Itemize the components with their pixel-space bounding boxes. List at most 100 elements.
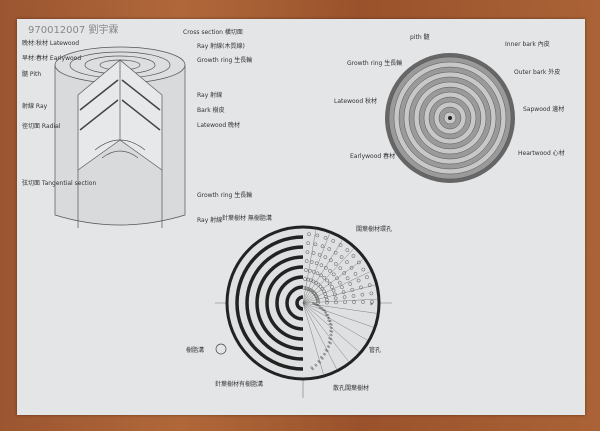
- ring-porous-vessel: [324, 265, 328, 270]
- ring-porous-vessel: [348, 282, 353, 286]
- diffuse-vessel: [326, 316, 329, 319]
- diffuse-vessel: [325, 313, 328, 316]
- ring-porous-vessel: [333, 292, 337, 297]
- diffuse-vessel: [324, 311, 327, 314]
- block-right-label: Latewood 晚材: [197, 121, 240, 129]
- ring-porous-vessel: [327, 281, 332, 286]
- diffuse-vessel: [322, 309, 325, 312]
- hardwood-ray: [302, 302, 349, 362]
- ring-disc-label: Outer bark 外皮: [514, 68, 560, 76]
- diffuse-vessel: [326, 314, 329, 317]
- hardwood-ray: [302, 230, 317, 304]
- ring-porous-vessel: [324, 297, 329, 302]
- diffuse-vessel: [324, 348, 327, 351]
- softwood-ring: [295, 295, 304, 311]
- ring-porous-vessel: [308, 268, 312, 273]
- comparison-disc-label: 散孔闊葉樹材: [333, 384, 369, 392]
- ring-porous-vessel: [307, 232, 311, 237]
- ring-porous-vessel: [343, 300, 347, 305]
- growth-ring-disc: [385, 53, 515, 183]
- ring-porous-vessel: [351, 254, 356, 258]
- diffuse-vessel: [330, 323, 333, 326]
- diffuse-vessel: [329, 320, 332, 323]
- ring-porous-vessel: [331, 288, 336, 293]
- block-right-label: Growth ring 生長輪: [197, 191, 252, 199]
- ring-porous-vessel: [349, 265, 354, 270]
- ring-disc-label: Inner bark 內皮: [505, 40, 550, 48]
- diffuse-vessel: [314, 363, 317, 366]
- ring-porous-vessel: [335, 276, 339, 281]
- softwood-ring: [245, 245, 304, 361]
- ring-porous-vessel: [369, 291, 374, 296]
- ring-porous-vessel: [314, 281, 318, 285]
- block-right-label: Bark 樹皮: [197, 106, 225, 114]
- ring-porous-vessel: [356, 260, 361, 265]
- ring-porous-vessel: [360, 292, 365, 297]
- diffuse-vessel: [310, 366, 313, 369]
- ring-porous-vessel: [331, 239, 336, 243]
- ring-porous-vessel: [370, 299, 374, 304]
- ring-porous-vessel: [341, 290, 346, 294]
- diffuse-vessel: [317, 305, 320, 308]
- hardwood-ray: [302, 284, 375, 304]
- ring-porous-vessel: [333, 296, 338, 301]
- comparison-disc-label: 針葉樹材 無樹脂溝: [222, 214, 272, 222]
- block-right-label: Cross section 橫切面: [183, 28, 243, 36]
- diffuse-vessel: [325, 311, 328, 314]
- ring-porous-vessel: [305, 250, 310, 255]
- hardwood-ray: [302, 248, 354, 304]
- diffuse-vessel: [323, 309, 326, 312]
- ring-porous-vessel: [317, 252, 322, 257]
- block-right-label: Ray 射線: [197, 216, 222, 224]
- ring-porous-vessel: [342, 295, 347, 300]
- ring-porous-vessel: [327, 247, 332, 251]
- ring-porous-vessel: [345, 276, 350, 281]
- softwood-ring: [285, 285, 304, 321]
- hardwood-ray: [302, 302, 374, 328]
- block-left-label: 早材:春材 Earlywood: [22, 54, 81, 62]
- ring-porous-vessel: [339, 255, 344, 259]
- diffuse-vessel: [321, 307, 324, 310]
- diffuse-vessel: [328, 337, 331, 340]
- resin-canal-icon: [215, 343, 227, 355]
- block-left-label: 弦切面 Tangential section: [22, 179, 96, 187]
- ring-porous-vessel: [325, 278, 329, 283]
- diffuse-vessel: [331, 330, 334, 333]
- diffuse-vessel: [328, 322, 331, 325]
- softwood-hardwood-disc: [215, 225, 392, 398]
- ring-porous-vessel: [334, 300, 338, 305]
- softwood-ring: [255, 255, 304, 351]
- diffuse-vessel: [327, 345, 330, 348]
- diffuse-vessel: [327, 319, 330, 322]
- ring-porous-vessel: [351, 294, 356, 298]
- diffuse-vessel: [312, 302, 315, 305]
- ring-porous-vessel: [333, 262, 338, 266]
- diffuse-vessel: [319, 306, 322, 309]
- ring-porous-vessel: [319, 273, 323, 278]
- block-left-label: 髓 Pith: [22, 70, 41, 78]
- ring-porous-vessel: [314, 261, 319, 266]
- ring-porous-vessel: [350, 287, 355, 292]
- diffuse-vessel: [314, 303, 317, 306]
- ring-porous-vessel: [303, 277, 307, 281]
- diffuse-vessel: [323, 352, 326, 355]
- hardwood-ray: [302, 240, 343, 304]
- ring-porous-vessel: [313, 242, 318, 247]
- ring-porous-vessel: [306, 241, 311, 246]
- ring-porous-vessel: [353, 272, 358, 276]
- block-right-label: Growth ring 生長輪: [197, 56, 252, 64]
- comparison-disc-label: 管孔: [369, 346, 381, 354]
- ring-disc-label: pith 髓: [410, 33, 430, 41]
- ring-porous-vessel: [315, 295, 319, 300]
- ring-disc-label: Growth ring 生長輪: [347, 59, 402, 67]
- ring-porous-vessel: [331, 272, 336, 277]
- ring-porous-vessel: [319, 263, 324, 268]
- diffuse-vessel: [330, 330, 333, 333]
- hardwood-ray: [302, 271, 371, 304]
- title-text: 970012007 劉宇霖: [28, 23, 118, 36]
- diffuse-vessel: [320, 356, 323, 359]
- diffuse-vessel: [321, 309, 324, 312]
- ring-porous-vessel: [315, 297, 320, 301]
- diffuse-vessel: [315, 303, 318, 306]
